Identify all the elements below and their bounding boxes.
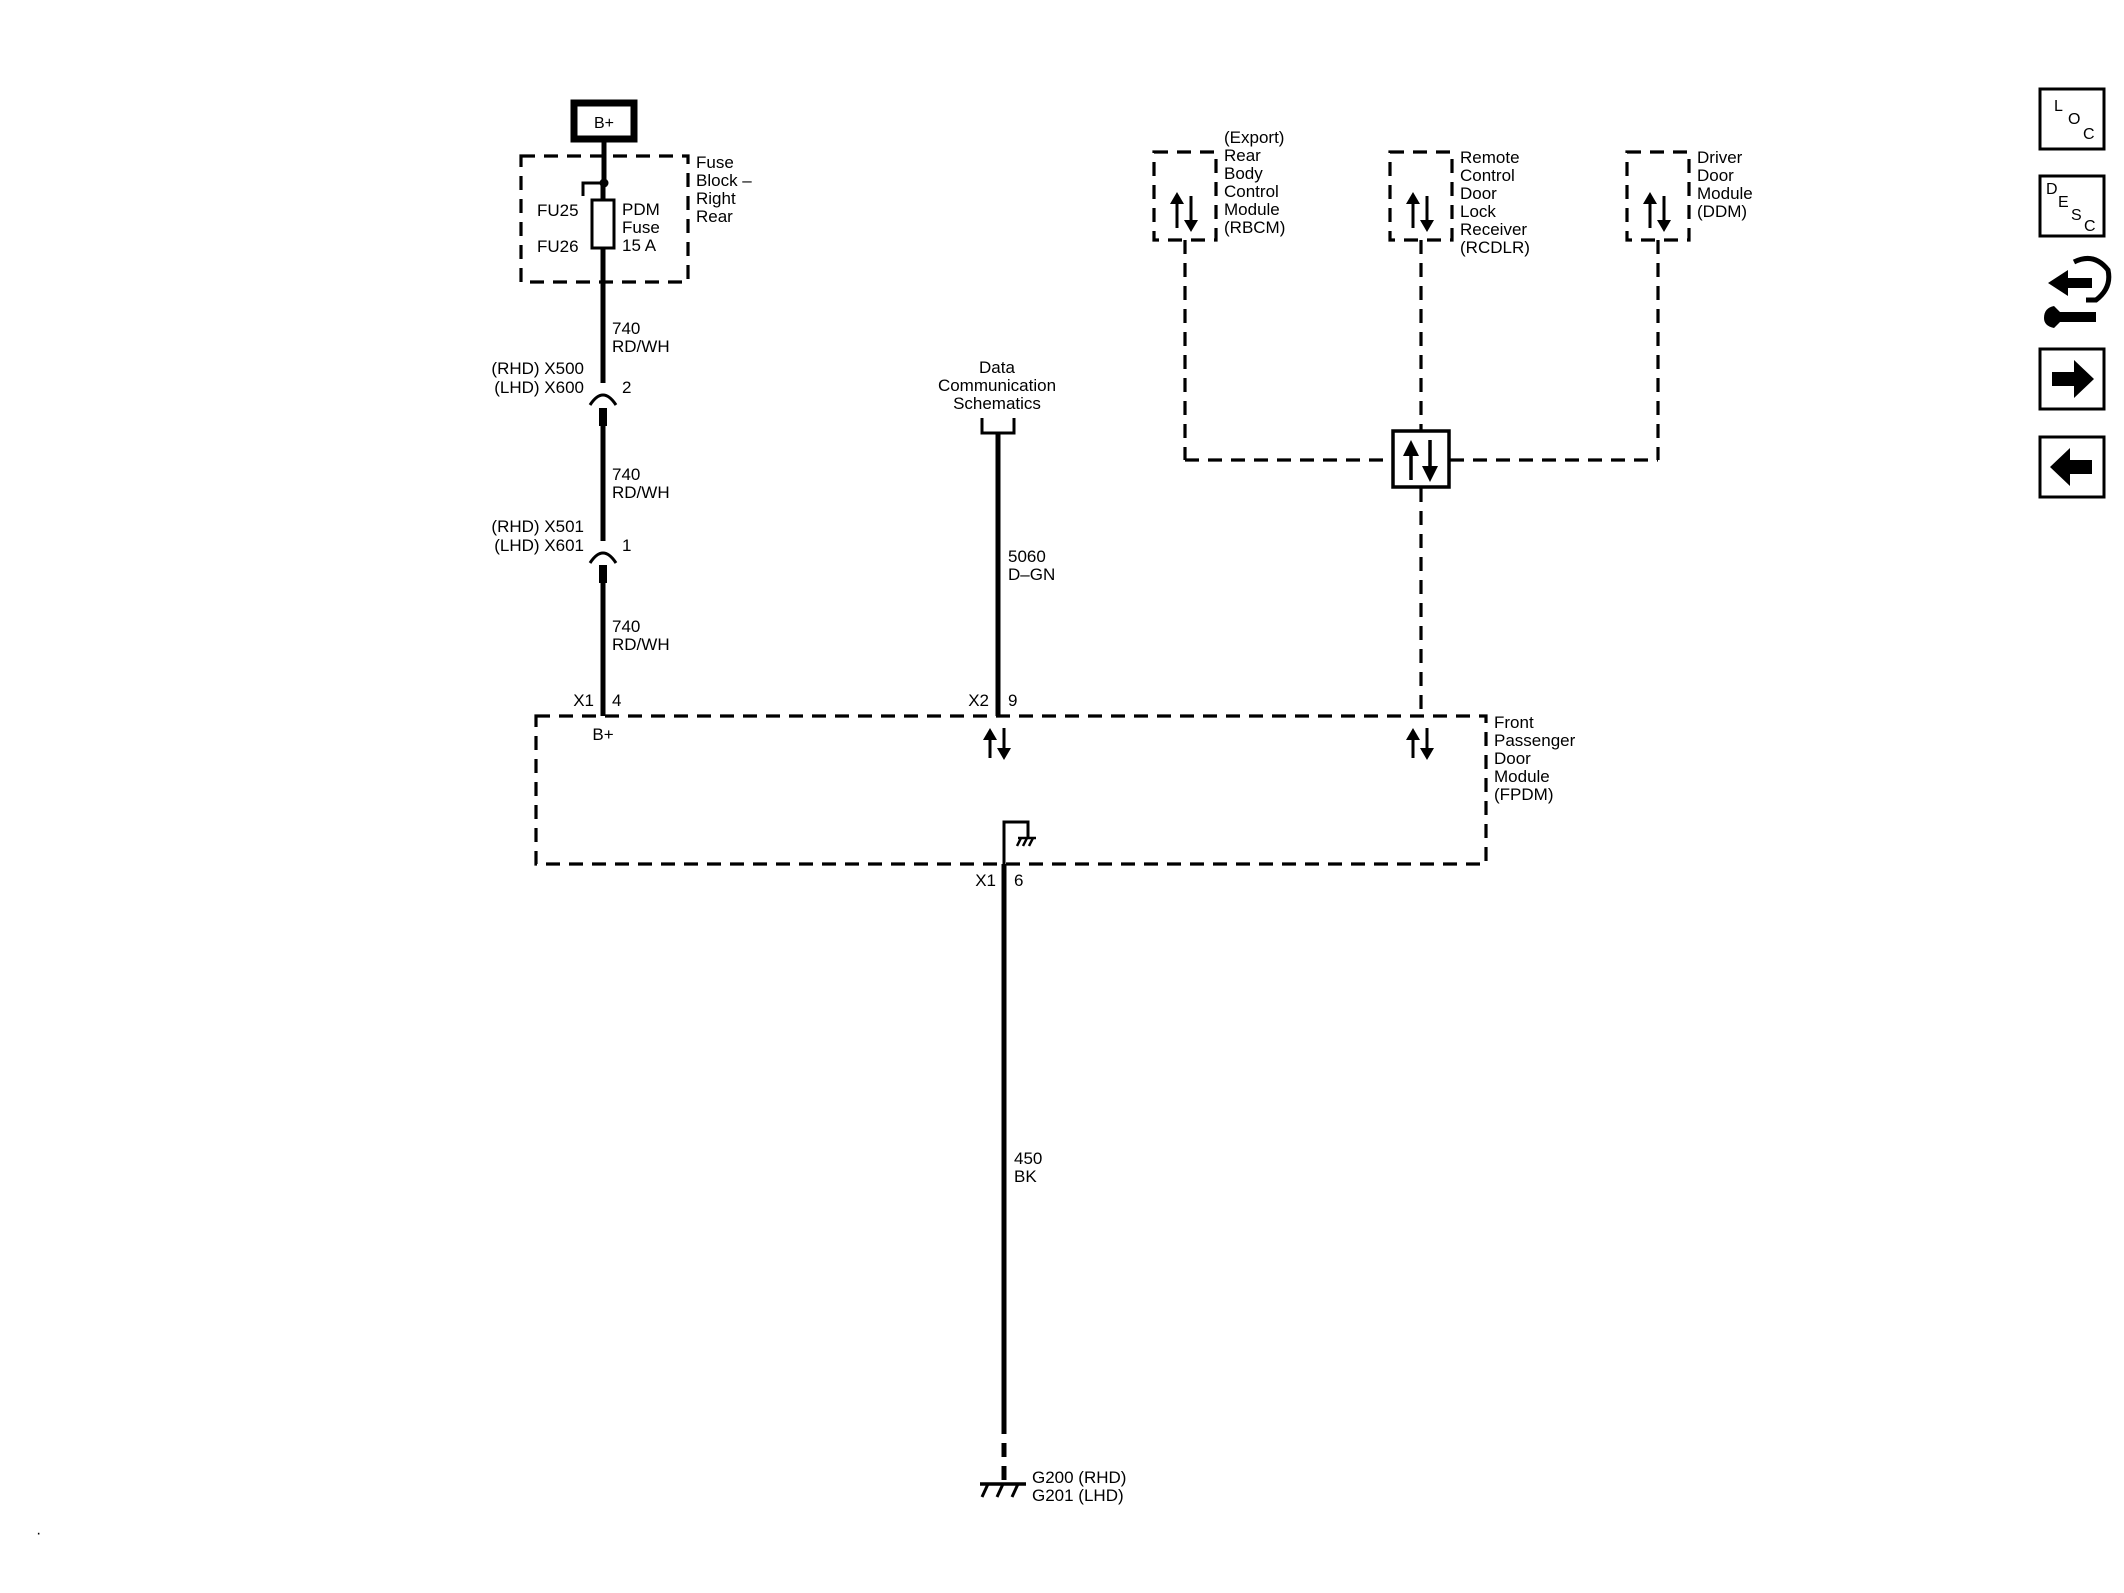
ddm-label-3: Module xyxy=(1697,184,1753,203)
module-rbcm: (Export) Rear Body Control Module (RBCM) xyxy=(1152,128,1285,242)
fuse-id-fu25: FU25 xyxy=(537,201,579,220)
loc-letter-c: C xyxy=(2083,126,2095,143)
desc-letter-e: E xyxy=(2058,194,2069,211)
fpdm-label-1: Front xyxy=(1494,713,1534,732)
inline-connector-x500-x600: (RHD) X500 (LHD) X600 2 xyxy=(491,359,631,426)
fuse-block-name-1: Fuse xyxy=(696,153,734,172)
connector-2-lhd: (LHD) X601 xyxy=(494,536,584,555)
fuse-block: FU25 FU26 PDM Fuse 15 A Fuse Block – Rig… xyxy=(519,139,752,284)
ground-wire-circuit: 450 xyxy=(1014,1149,1042,1168)
fpdm-pin2-connector: X2 xyxy=(968,691,989,710)
battery-power-source: B+ xyxy=(570,99,638,143)
ground-point-g200-g201: G200 (RHD) G201 (LHD) xyxy=(980,1468,1126,1505)
fuse-desc-1: PDM xyxy=(622,200,660,219)
bus-splice-box xyxy=(1391,429,1451,489)
module-fpdm: Front Passenger Door Module (FPDM) X1 4 … xyxy=(534,691,1576,890)
fuse-block-name-3: Right xyxy=(696,189,736,208)
rbcm-label-3: Body xyxy=(1224,164,1263,183)
ground-wire-color: BK xyxy=(1014,1167,1037,1186)
ddm-label-4: (DDM) xyxy=(1697,202,1747,221)
nav-toolbar: L O C D E S C xyxy=(2038,87,2112,499)
ground-wire: 450 BK xyxy=(1001,864,1042,1480)
loc-letter-o: O xyxy=(2068,111,2080,128)
fpdm-label-4: Module xyxy=(1494,767,1550,786)
wire-2-color: RD/WH xyxy=(612,483,670,502)
fpdm-label-3: Door xyxy=(1494,749,1531,768)
rbcm-label-1: (Export) xyxy=(1224,128,1284,147)
rcdlr-label-1: Remote xyxy=(1460,148,1520,167)
fpdm-pin3-connector: X1 xyxy=(975,871,996,890)
wire-3-circuit: 740 xyxy=(612,617,640,636)
fpdm-pin2-number: 9 xyxy=(1008,691,1017,710)
next-arrow-icon[interactable] xyxy=(2038,347,2106,411)
desc-letter-d: D xyxy=(2046,181,2058,198)
fpdm-data-arrows-1 xyxy=(983,728,1011,760)
fpdm-pin1-label: B+ xyxy=(592,725,613,744)
ground-label-rhd: G200 (RHD) xyxy=(1032,1468,1126,1487)
ddm-label-1: Driver xyxy=(1697,148,1743,167)
rcdlr-label-5: Receiver xyxy=(1460,220,1527,239)
connector-2-rhd: (RHD) X501 xyxy=(491,517,584,536)
fpdm-label-5: (FPDM) xyxy=(1494,785,1553,804)
data-link-label-1: Data xyxy=(979,358,1015,377)
rbcm-label-6: (RBCM) xyxy=(1224,218,1285,237)
connector-1-rhd: (RHD) X500 xyxy=(491,359,584,378)
fuse-id-fu26: FU26 xyxy=(537,237,579,256)
rcdlr-label-6: (RCDLR) xyxy=(1460,238,1530,257)
rcdlr-label-4: Lock xyxy=(1460,202,1496,221)
connector-tool-icon[interactable] xyxy=(2044,255,2112,328)
desc-button[interactable]: D E S C xyxy=(2038,174,2106,238)
fuse-block-name-2: Block – xyxy=(696,171,752,190)
connector-2-pin: 1 xyxy=(622,536,631,555)
loc-button[interactable]: L O C xyxy=(2038,87,2106,151)
power-label: B+ xyxy=(594,115,614,132)
fpdm-internal-ground xyxy=(1002,820,1036,864)
loc-letter-l: L xyxy=(2054,98,2063,115)
data-communication-link: Data Communication Schematics 5060 D–GN xyxy=(938,358,1056,716)
fpdm-data-arrows-2 xyxy=(1406,728,1434,760)
data-link-label-3: Schematics xyxy=(953,394,1041,413)
rcdlr-label-3: Door xyxy=(1460,184,1497,203)
desc-letter-s: S xyxy=(2071,207,2082,224)
rbcm-label-5: Module xyxy=(1224,200,1280,219)
fpdm-pin1-connector: X1 xyxy=(573,691,594,710)
ddm-label-2: Door xyxy=(1697,166,1734,185)
ground-label-lhd: G201 (LHD) xyxy=(1032,1486,1124,1505)
fpdm-label-2: Passenger xyxy=(1494,731,1576,750)
fuse-block-name-4: Rear xyxy=(696,207,733,226)
wire-1-circuit: 740 xyxy=(612,319,640,338)
module-ddm: Driver Door Module (DDM) xyxy=(1625,148,1753,242)
data-wire-color: D–GN xyxy=(1008,565,1055,584)
fpdm-pin3-number: 6 xyxy=(1014,871,1023,890)
desc-letter-c: C xyxy=(2084,218,2096,235)
inline-connector-x501-x601: (RHD) X501 (LHD) X601 1 xyxy=(491,517,631,583)
previous-arrow-icon[interactable] xyxy=(2038,435,2106,499)
wire-2-circuit: 740 xyxy=(612,465,640,484)
module-rcdlr: Remote Control Door Lock Receiver (RCDLR… xyxy=(1388,148,1530,257)
connector-1-lhd: (LHD) X600 xyxy=(494,378,584,397)
fpdm-pin1-number: 4 xyxy=(612,691,621,710)
wire-3-color: RD/WH xyxy=(612,635,670,654)
wire-1-color: RD/WH xyxy=(612,337,670,356)
connector-1-pin: 2 xyxy=(622,378,631,397)
rcdlr-label-2: Control xyxy=(1460,166,1515,185)
data-link-label-2: Communication xyxy=(938,376,1056,395)
fuse-desc-2: Fuse xyxy=(622,218,660,237)
corner-mark: · xyxy=(36,1525,41,1542)
rbcm-label-2: Rear xyxy=(1224,146,1261,165)
power-feed-wire: 740 RD/WH 740 RD/WH 740 RD/WH xyxy=(600,282,670,716)
fuse-desc-3: 15 A xyxy=(622,236,657,255)
data-wire-circuit: 5060 xyxy=(1008,547,1046,566)
serial-data-bus xyxy=(1183,240,1660,716)
rbcm-label-4: Control xyxy=(1224,182,1279,201)
